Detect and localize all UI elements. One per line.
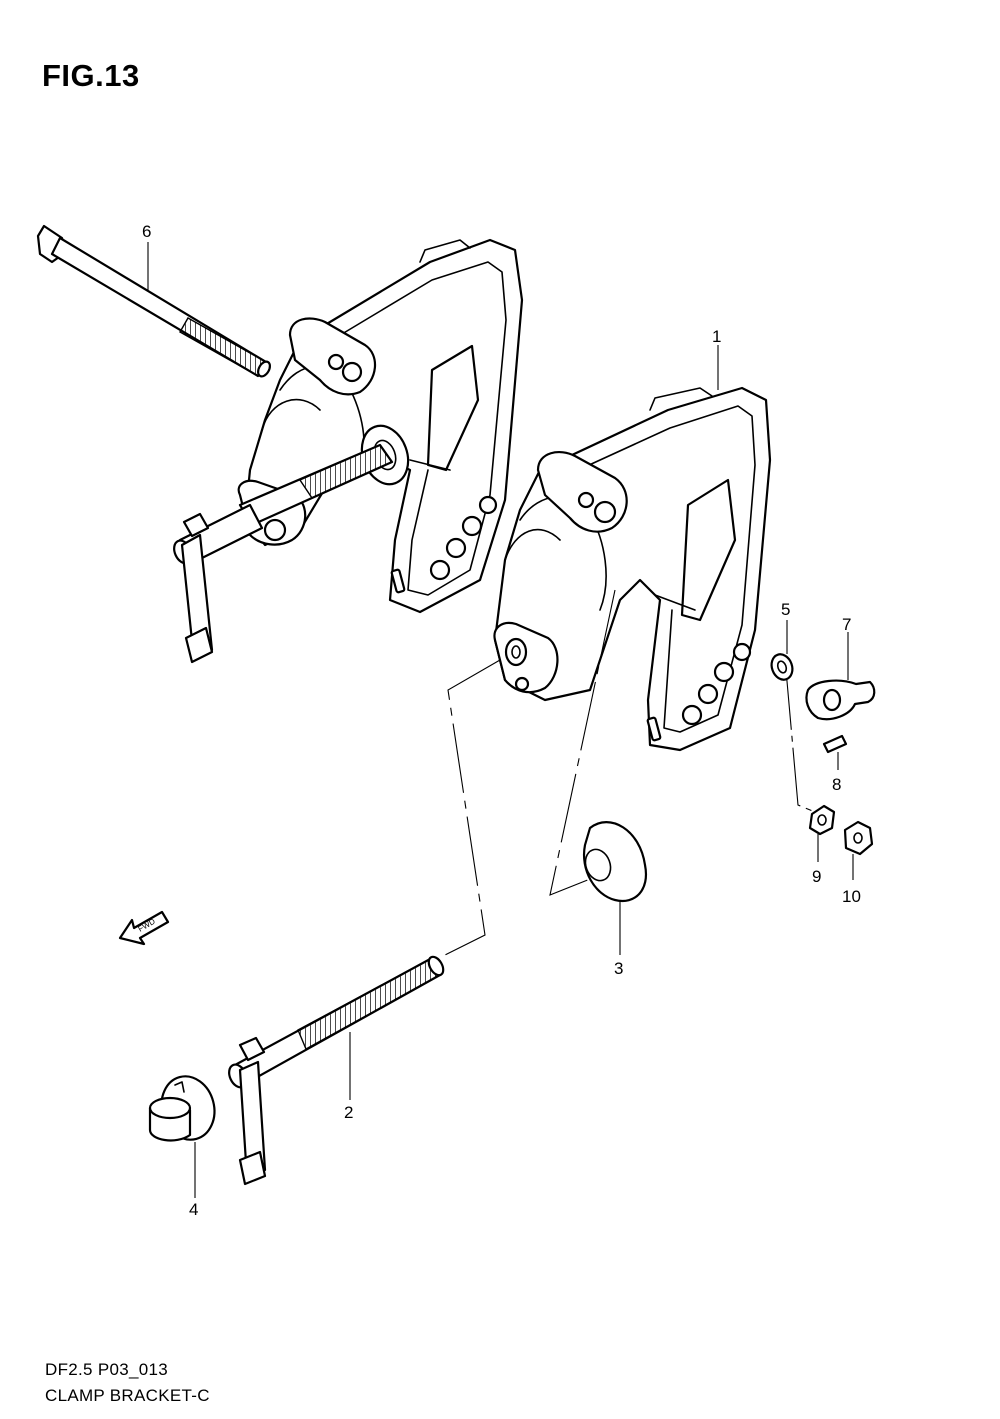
part-2-screw [228, 955, 445, 1186]
callout-10: 10 [842, 887, 861, 906]
callout-9: 9 [812, 867, 821, 886]
callout-5: 5 [781, 600, 790, 619]
diagram-name: CLAMP BRACKET-C [45, 1386, 210, 1405]
part-3-pad [582, 821, 648, 955]
callout-2: 2 [344, 1103, 353, 1122]
part-9-nut [808, 804, 836, 862]
part-7-wing-nut [805, 632, 876, 721]
part-5-washer [770, 620, 794, 681]
part-6-bolt [36, 224, 271, 378]
part-1-clamp-bracket [493, 386, 772, 752]
fwd-arrow-icon: FWD [118, 910, 170, 946]
assembly-lines [444, 589, 816, 956]
rear-clamp-bracket [173, 238, 524, 664]
callout-4: 4 [189, 1200, 198, 1219]
part-10-lock-nut [843, 820, 874, 880]
callout-1: 1 [712, 327, 721, 346]
callout-7: 7 [842, 615, 851, 634]
callout-6: 6 [142, 222, 151, 241]
figure-title: FIG.13 [42, 58, 140, 93]
part-8-pin [822, 734, 848, 770]
callout-8: 8 [832, 775, 841, 794]
part-4-cap [148, 1075, 216, 1198]
diagram-code: DF2.5 P03_013 [45, 1360, 168, 1379]
callout-3: 3 [614, 959, 623, 978]
